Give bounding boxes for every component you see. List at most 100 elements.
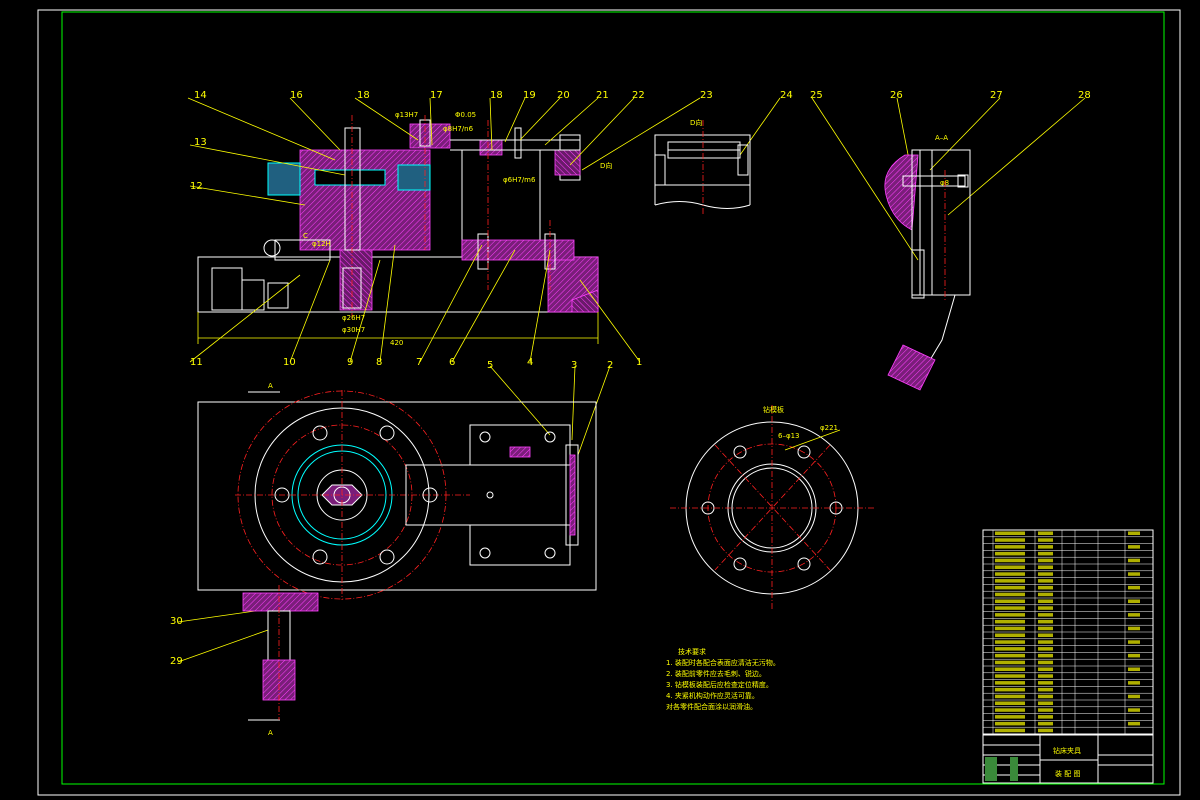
part-number-25: 25 <box>810 90 823 101</box>
drill-plate-view <box>670 405 875 610</box>
parts-list-cell-mark <box>1038 551 1053 556</box>
parts-list-cell-mark <box>995 694 1025 699</box>
parts-list-cell-mark <box>995 619 1025 624</box>
parts-list-cell-mark <box>1038 558 1053 563</box>
parts-list-cell-mark <box>1128 626 1140 631</box>
part-number-3: 3 <box>571 360 577 371</box>
parts-list-cell-mark <box>1128 667 1140 671</box>
parts-list-cell-mark <box>1038 531 1053 535</box>
part-number-1: 1 <box>636 357 642 368</box>
part-number-5: 5 <box>487 360 493 371</box>
part-leaders <box>177 97 1086 663</box>
title-drawing-name: 钻床夹具 <box>1053 746 1081 755</box>
parts-list-cell-mark <box>995 572 1025 576</box>
parts-list-cell-mark <box>1038 681 1053 685</box>
part-number-10: 10 <box>283 357 296 368</box>
part-number-14: 14 <box>194 90 207 101</box>
technical-requirements: 技术要求 1. 装配时各配合表面应清洁无污物。 2. 装配前零件应去毛刺、锐边。… <box>666 647 780 711</box>
parts-list-table <box>982 529 1154 735</box>
parts-list-cell-mark <box>1038 613 1053 617</box>
section-a-a <box>884 149 971 391</box>
dim-d12: φ221 <box>820 424 838 432</box>
part-number-19: 19 <box>523 90 536 101</box>
parts-list-cell-mark <box>995 633 1025 637</box>
view-d-title: D向 <box>690 118 702 127</box>
part-number-9: 9 <box>347 357 353 368</box>
parts-list-cell-mark <box>1038 667 1053 671</box>
outer-frame <box>37 9 1181 796</box>
parts-list-cell-mark <box>1128 585 1140 590</box>
parts-list-cell-mark <box>1038 660 1053 665</box>
parts-list-cell-mark <box>995 708 1025 712</box>
title-block: 钻床夹具 装 配 图 <box>982 734 1154 784</box>
dim-d6: φ26H7 <box>342 314 365 322</box>
plan-view <box>197 390 597 721</box>
tech-req-line-4: 4. 夹紧机构动作应灵活可靠。 <box>666 691 759 700</box>
tech-req-line-5: 对各零件配合面涂以润滑油。 <box>666 702 757 711</box>
part-number-21: 21 <box>596 90 609 101</box>
part-number-12: 12 <box>190 181 203 192</box>
part-number-23: 23 <box>700 90 713 101</box>
parts-list-cell-mark <box>1038 653 1053 658</box>
parts-list-cell-mark <box>1038 545 1053 549</box>
section-a-a-title: A–A <box>935 134 948 142</box>
part-number-18b: 18 <box>490 90 503 101</box>
tech-req-title: 技术要求 <box>678 647 706 656</box>
parts-list-cell-mark <box>1128 681 1140 685</box>
parts-list-cell-mark <box>1038 647 1053 651</box>
parts-list-cell-mark <box>1038 728 1053 733</box>
parts-list-cell-mark <box>1038 619 1053 624</box>
parts-list-cell-mark <box>995 538 1025 542</box>
parts-list-cell-mark <box>995 640 1025 644</box>
parts-list-cell-mark <box>995 687 1025 692</box>
parts-list-cell-mark <box>995 558 1025 563</box>
dim-d1: φ13H7 <box>395 111 418 119</box>
tech-req-line-2: 2. 装配前零件应去毛刺、锐边。 <box>666 669 766 678</box>
part-number-22: 22 <box>632 90 645 101</box>
dim-d11: 6–φ13 <box>778 432 799 440</box>
part-number-26: 26 <box>890 90 903 101</box>
parts-list-cell-mark <box>995 579 1025 583</box>
parts-list-cell-mark <box>1128 531 1140 535</box>
parts-list-cell-mark <box>1038 674 1053 678</box>
dim-d9: C <box>303 232 308 240</box>
parts-list-cell-mark <box>1128 708 1140 712</box>
parts-list-cell-mark <box>995 667 1025 671</box>
parts-list-cell-mark <box>1128 694 1140 699</box>
dim-d8: 420 <box>390 339 403 347</box>
parts-list-cell-mark <box>995 626 1025 631</box>
parts-list-cell-mark <box>1038 715 1053 719</box>
part-number-29: 29 <box>170 656 183 667</box>
parts-list-cell-mark <box>1128 640 1140 644</box>
parts-list-cell-mark <box>995 660 1025 665</box>
parts-list-cell-mark <box>995 701 1025 705</box>
part-number-17: 17 <box>430 90 443 101</box>
view-d-mark: D向 <box>600 161 612 170</box>
part-number-27: 27 <box>990 90 1003 101</box>
parts-list-cell-mark <box>995 606 1025 610</box>
part-number-28: 28 <box>1078 90 1091 101</box>
parts-list-cell-mark <box>1128 572 1140 576</box>
part-number-20: 20 <box>557 90 570 101</box>
parts-list-cell-mark <box>1128 613 1140 617</box>
parts-list-cell-mark <box>1128 721 1140 726</box>
tech-req-line-3: 3. 钻模板装配后应检查定位精度。 <box>666 680 773 689</box>
parts-list-cell-mark <box>1038 626 1053 631</box>
dim-d3: φ8H7/n6 <box>443 125 474 133</box>
parts-list-cell-mark <box>1038 565 1053 569</box>
parts-list-cell-mark <box>995 715 1025 719</box>
dim-d10: φ8 <box>940 179 949 187</box>
dim-d5: φ12H <box>312 240 331 248</box>
parts-list-cell-mark <box>1128 599 1140 603</box>
parts-list-cell-mark <box>1038 701 1053 705</box>
parts-list-cell-mark <box>1128 653 1140 658</box>
part-number-11: 11 <box>190 357 203 368</box>
section-mark-a-top: A <box>268 382 273 390</box>
parts-list-cell-mark <box>1128 545 1140 549</box>
part-number-7: 7 <box>416 357 422 368</box>
parts-list-cell-mark <box>1038 579 1053 583</box>
parts-list-cell-mark <box>995 613 1025 617</box>
part-number-16: 16 <box>290 90 303 101</box>
parts-list-cell-mark <box>1038 708 1053 712</box>
